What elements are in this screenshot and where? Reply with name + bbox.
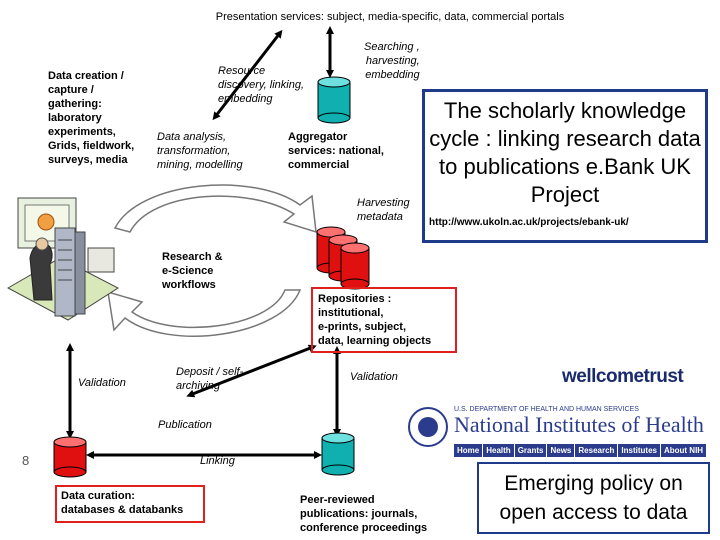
harvesting-metadata-label: Harvesting metadata (357, 197, 410, 223)
nih-nav-home[interactable]: Home (454, 444, 483, 457)
deposit-label: Deposit / self- archiving (176, 366, 244, 392)
data-curation-cylinder (53, 436, 87, 478)
policy-text: Emerging policy on open access to data (499, 472, 688, 524)
nih-nav-news[interactable]: News (547, 444, 575, 457)
wellcome-trust-logo: wellcometrust (562, 366, 684, 387)
laboratory-clipart (6, 197, 119, 321)
repositories-box (311, 287, 457, 353)
arrow-presentation-to-resource (212, 29, 283, 121)
ebank-url[interactable]: http://www.ukoln.ac.uk/projects/ebank-uk… (429, 217, 629, 228)
validation-right-label: Validation (350, 371, 398, 383)
resource-discovery-label: Resource discovery, linking, embedding (218, 65, 304, 105)
presentation-services-label: Presentation services: subject, media-sp… (215, 11, 565, 23)
publication-label: Publication (158, 419, 212, 431)
arrow-deposit (186, 344, 317, 398)
linking-label: Linking (200, 455, 235, 467)
ebank-title-box: The scholarly knowledge cycle : linking … (422, 89, 708, 243)
ebank-title: The scholarly knowledge cycle : linking … (429, 98, 701, 207)
slide-number: 8 (22, 453, 30, 468)
data-curation-box (55, 485, 205, 523)
data-curation-label: Data curation: databases & databanks (61, 490, 184, 516)
nih-nav-grants[interactable]: Grants (514, 444, 547, 457)
nih-logo: U.S. DEPARTMENT OF HEALTH AND HUMAN SERV… (408, 405, 712, 458)
cycle-arrow-top (113, 184, 317, 234)
peer-reviewed-label: Peer-reviewed publications: journals, co… (300, 494, 428, 534)
nih-nav-research[interactable]: Research (575, 444, 618, 457)
aggregator-label: Aggregator services: national, commercia… (288, 131, 384, 171)
policy-box: Emerging policy on open access to data (477, 462, 710, 534)
repositories-label: Repositories : institutional, e-prints, … (318, 293, 432, 347)
data-creation-label: Data creation / capture / gathering: lab… (48, 70, 135, 166)
research-workflows-label: Research & e-Science workflows (162, 251, 223, 291)
nih-department: U.S. DEPARTMENT OF HEALTH AND HUMAN SERV… (454, 406, 639, 413)
nih-seal (408, 407, 448, 447)
cycle-arrow-bottom (107, 289, 302, 337)
repository-cylinders (316, 226, 370, 290)
validation-left-label: Validation (78, 377, 126, 389)
nih-nav-about[interactable]: About NIH (660, 444, 707, 457)
data-analysis-label: Data analysis, transformation, mining, m… (157, 131, 243, 171)
nih-nav-institutes[interactable]: Institutes (618, 444, 660, 457)
nih-name: National Institutes of Health (454, 412, 704, 437)
nih-nav-health[interactable]: Health (483, 444, 514, 457)
searching-label: Searching , harvesting, embedding (364, 41, 420, 81)
publications-cylinder (321, 432, 355, 476)
aggregator-cylinder (317, 76, 351, 124)
